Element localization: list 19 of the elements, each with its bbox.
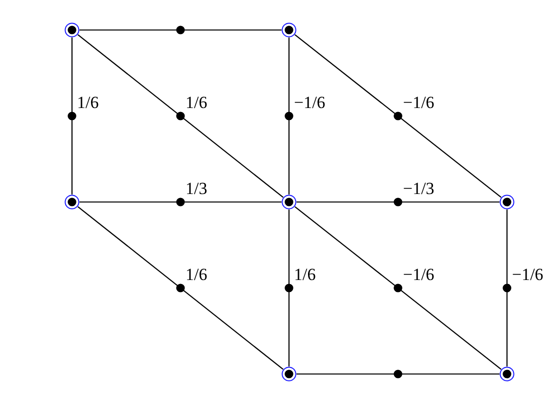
edge-line [78, 34, 284, 198]
vertex-marker [281, 194, 297, 210]
vertex-marker [64, 22, 80, 38]
edge-line [296, 201, 500, 203]
vertex-marker [281, 22, 297, 38]
edge-line [288, 210, 290, 366]
vertex-marker [499, 366, 515, 382]
edge-line [296, 373, 500, 375]
edge-line [78, 206, 284, 370]
edge-line [288, 38, 290, 194]
vertex-marker [281, 366, 297, 382]
edge-line [506, 210, 508, 366]
vertex-marker [64, 194, 80, 210]
vertex-marker [499, 194, 515, 210]
edge-line [80, 29, 282, 31]
edge-line [294, 34, 502, 198]
edge-line [80, 201, 282, 203]
edge-line [71, 38, 73, 194]
edge-line [294, 206, 502, 370]
